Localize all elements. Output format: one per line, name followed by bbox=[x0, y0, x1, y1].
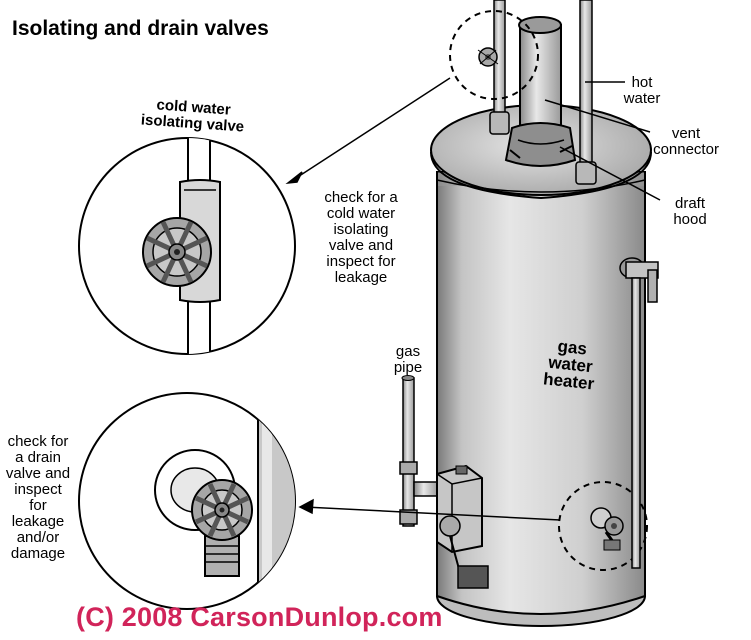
label-draft-hood: draft hood bbox=[673, 195, 707, 228]
label-gas-water-heater: gas water heater bbox=[542, 336, 596, 394]
hot-water-pipe bbox=[575, 0, 597, 185]
arrow-cold-valve bbox=[289, 77, 451, 183]
dashed-callout-bottom bbox=[558, 481, 648, 571]
copyright-watermark: (C) 2008 CarsonDunlop.com bbox=[76, 602, 443, 632]
gas-control bbox=[436, 464, 489, 589]
vent-connector bbox=[504, 16, 577, 167]
label-check-drain: check for a drain valve and inspect for … bbox=[5, 433, 71, 562]
cold-water-pipe bbox=[489, 0, 510, 135]
diagram-title: Isolating and drain valves bbox=[12, 17, 269, 40]
label-gas-pipe: gas pipe bbox=[393, 343, 423, 376]
label-vent-connector: vent connector bbox=[653, 125, 719, 158]
relief-valve bbox=[619, 257, 659, 569]
label-check-cold: check for a cold water isolating valve a… bbox=[324, 189, 398, 286]
pointer-lines bbox=[285, 77, 661, 521]
small-cold-valve bbox=[477, 47, 499, 67]
cold-valve-callout bbox=[78, 137, 296, 355]
tank-drain-valve bbox=[590, 507, 624, 551]
label-hot-water: hot water bbox=[623, 74, 661, 107]
dashed-callout-top bbox=[449, 10, 539, 100]
gas-pipe bbox=[399, 375, 439, 527]
drain-valve-callout bbox=[78, 392, 296, 610]
arrow-drain-valve bbox=[304, 506, 561, 521]
